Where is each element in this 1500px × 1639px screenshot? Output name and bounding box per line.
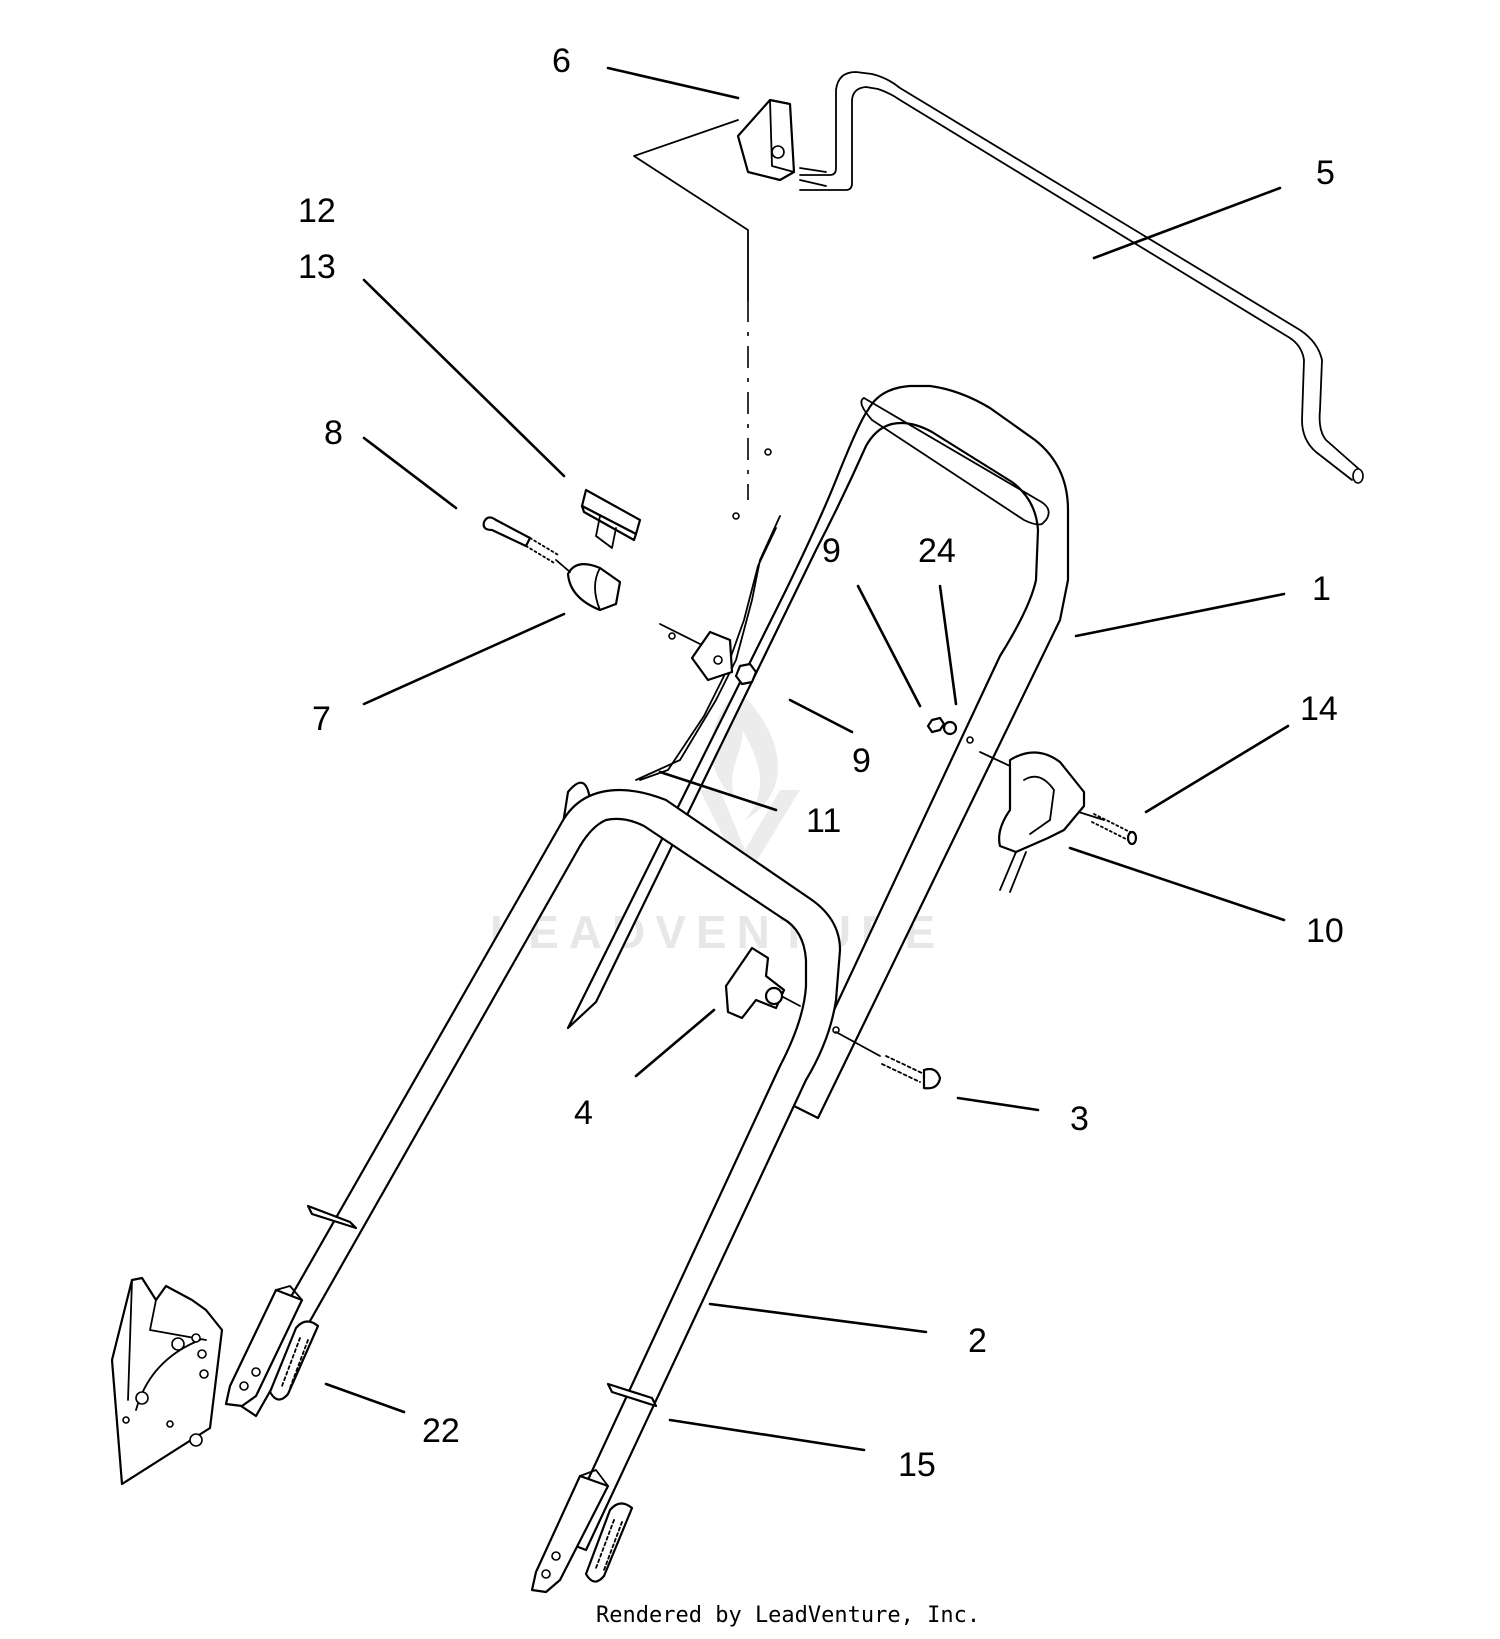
carriage-bolt xyxy=(881,1055,942,1090)
leader-7 xyxy=(362,612,566,706)
leader-lines xyxy=(324,66,1290,1452)
long-bolt xyxy=(482,516,571,573)
callout-11: 11 xyxy=(806,802,841,840)
small-bolt xyxy=(1091,813,1138,846)
callout-9-lower: 9 xyxy=(852,742,871,780)
leader-3 xyxy=(956,1096,1040,1112)
callout-24: 24 xyxy=(918,532,956,570)
cable-clip xyxy=(690,630,734,682)
control-bail xyxy=(799,71,1364,484)
leader-5 xyxy=(1092,186,1282,260)
upper-handle xyxy=(566,384,1070,1120)
nuts xyxy=(734,662,958,736)
callout-13: 13 xyxy=(298,248,336,286)
retainer-collars xyxy=(306,1204,658,1408)
leader-24 xyxy=(938,584,958,706)
callout-7: 7 xyxy=(312,700,331,738)
leader-10 xyxy=(1068,846,1286,922)
callout-14: 14 xyxy=(1300,690,1338,728)
callout-5: 5 xyxy=(1316,154,1335,192)
callout-2: 2 xyxy=(968,1322,987,1360)
height-adjust-bracket xyxy=(110,1276,224,1486)
leader-9b xyxy=(788,698,854,734)
callout-4: 4 xyxy=(574,1094,593,1132)
springs xyxy=(268,1320,634,1583)
callout-9-upper: 9 xyxy=(822,532,841,570)
leader-9a xyxy=(856,584,922,708)
watermark-text: LEADVENTURE xyxy=(490,906,945,958)
leader-14 xyxy=(1144,724,1290,814)
callout-22: 22 xyxy=(422,1412,460,1450)
callout-10: 10 xyxy=(1306,912,1344,950)
lower-handle xyxy=(224,788,842,1594)
callout-6: 6 xyxy=(552,42,571,80)
callouts: 6 5 12 13 8 9 24 1 7 9 14 11 10 4 3 2 22… xyxy=(298,42,1344,1484)
leader-15 xyxy=(668,1418,866,1452)
leader-6 xyxy=(606,66,740,100)
callout-1: 1 xyxy=(1312,570,1331,608)
leader-2 xyxy=(708,1302,928,1334)
watermark: LEADVENTURE xyxy=(490,690,945,958)
bail-bracket xyxy=(736,98,827,187)
leader-8 xyxy=(362,436,458,510)
throttle-control xyxy=(566,488,642,612)
render-credit: Rendered by LeadVenture, Inc. xyxy=(596,1603,980,1628)
handle-knob xyxy=(724,946,786,1020)
cable-lever xyxy=(998,751,1086,893)
callout-15: 15 xyxy=(898,1446,936,1484)
leader-22 xyxy=(324,1382,406,1414)
callout-8: 8 xyxy=(324,414,343,452)
leader-1 xyxy=(1074,592,1286,638)
leader-13 xyxy=(362,278,566,478)
leader-4 xyxy=(634,1008,716,1078)
callout-3: 3 xyxy=(1070,1100,1089,1138)
chevron-logo-icon xyxy=(700,790,800,880)
callout-12: 12 xyxy=(298,192,336,230)
leader-11 xyxy=(658,770,778,812)
